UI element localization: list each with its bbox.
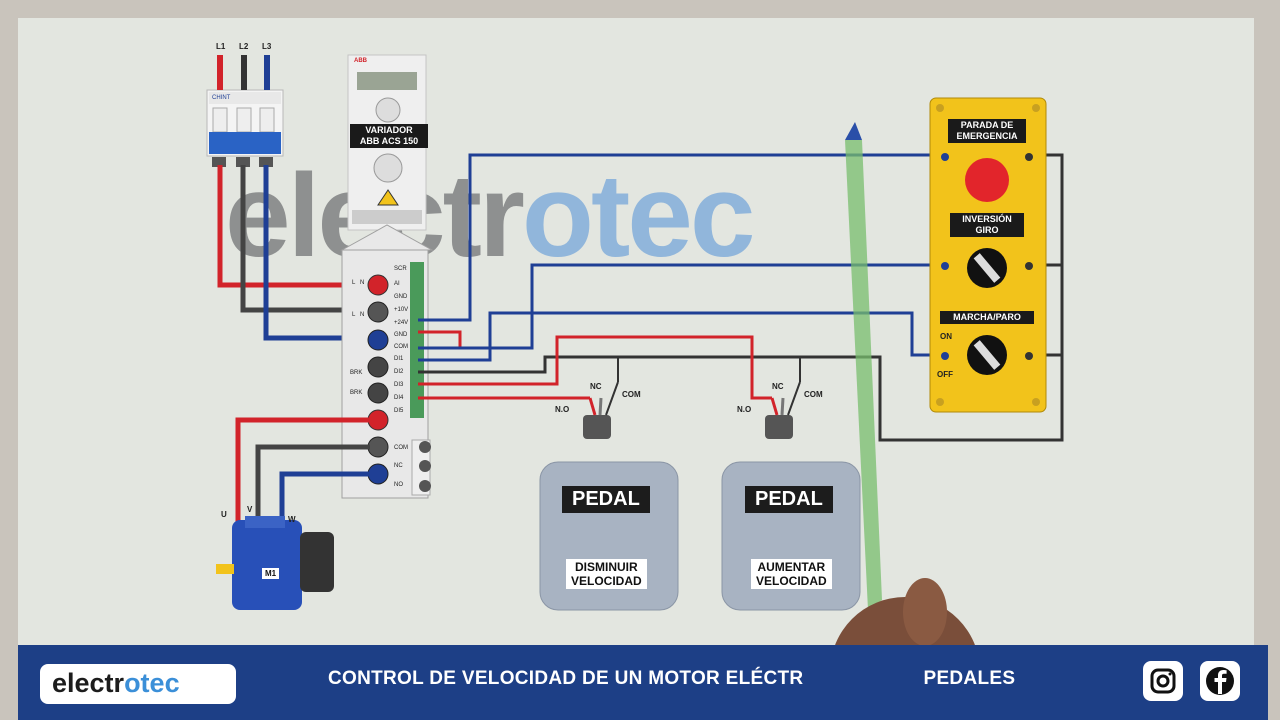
power-terminals: [367, 274, 431, 492]
pedal1-sub-label: DISMINUIR VELOCIDAD: [566, 559, 647, 589]
term-l: L: [352, 280, 356, 286]
term-10v: +10V: [394, 307, 409, 313]
off-label: OFF: [937, 370, 953, 379]
pedal1-sub-line2: VELOCIDAD: [571, 574, 642, 588]
term-24v: +24V: [394, 320, 409, 326]
inversion-label-line2: GIRO: [975, 225, 999, 235]
breaker-brand: CHINT: [212, 95, 231, 101]
drive-brand: ABB: [354, 58, 367, 64]
emergency-label: PARADA DE EMERGENCIA: [948, 119, 1026, 143]
abb-drive: [340, 54, 434, 499]
footer-logo-text: electrotec: [52, 668, 180, 698]
term-n: N: [360, 280, 365, 286]
emergency-label-line1: PARADA DE: [960, 120, 1014, 130]
term-ai: AI: [394, 281, 400, 287]
circuit-breaker: [206, 89, 284, 167]
footer-logo[interactable]: [40, 664, 236, 704]
motor-w-label: W: [288, 515, 296, 524]
pedal2-no-label: N.O: [737, 405, 752, 414]
emergency-label-line2: EMERGENCIA: [956, 131, 1018, 141]
pedal2-sub-line2: VELOCIDAD: [756, 574, 827, 588]
term-di5: DI5: [394, 408, 404, 414]
term-relay-com: COM: [394, 445, 408, 451]
pedal2-label: PEDAL: [745, 486, 833, 513]
phase-l3-label: L3: [262, 42, 272, 51]
facebook-icon[interactable]: [1200, 661, 1240, 701]
term-relay-nc: NC: [394, 463, 403, 469]
term-scr: SCR: [394, 266, 407, 272]
phase-l1-label: L1: [216, 42, 226, 51]
pedal1-com-label: COM: [622, 390, 641, 399]
term-brk2: BRK: [350, 390, 363, 396]
pedal1-label: PEDAL: [562, 486, 650, 513]
instagram-icon[interactable]: [1143, 661, 1183, 701]
motor: [216, 516, 334, 610]
term-di4: DI4: [394, 395, 404, 401]
pedal2-sub-label: AUMENTAR VELOCIDAD: [751, 559, 832, 589]
term-gnd2: GND: [394, 332, 408, 338]
term-gnd: GND: [394, 294, 408, 300]
term-brk1: BRK: [350, 370, 363, 376]
pedal2-sub-line1: AUMENTAR: [757, 560, 826, 574]
pedal2-com-label: COM: [804, 390, 823, 399]
inversion-label-line1: INVERSIÓN: [962, 214, 1012, 224]
control-panel: [929, 97, 1047, 413]
term-l2: L: [352, 312, 356, 318]
motor-u-label: U: [221, 510, 227, 519]
pedal1-sub-line1: DISMINUIR: [575, 560, 638, 574]
pencil: [845, 122, 882, 610]
term-di3: DI3: [394, 382, 404, 388]
term-n2: N: [360, 312, 365, 318]
phase-l2-label: L2: [239, 42, 249, 51]
term-di2: DI2: [394, 369, 404, 375]
pedal1-nc-label: NC: [590, 382, 602, 391]
drive-label-line1: VARIADOR: [365, 125, 413, 135]
term-com: COM: [394, 344, 408, 350]
emergency-stop-button: [965, 158, 1009, 202]
motor-v-label: V: [247, 505, 253, 514]
on-label: ON: [940, 332, 952, 341]
drive-label: VARIADOR ABB ACS 150: [350, 124, 428, 148]
pedal2-nc-label: NC: [772, 382, 784, 391]
pedal1-no-label: N.O: [555, 405, 570, 414]
drive-label-line2: ABB ACS 150: [359, 136, 419, 146]
term-relay-no: NO: [394, 482, 403, 488]
term-di1: DI1: [394, 356, 404, 362]
marcha-label: MARCHA/PARO: [940, 311, 1034, 324]
inversion-label: INVERSIÓN GIRO: [950, 213, 1024, 237]
motor-label: M1: [262, 568, 280, 579]
